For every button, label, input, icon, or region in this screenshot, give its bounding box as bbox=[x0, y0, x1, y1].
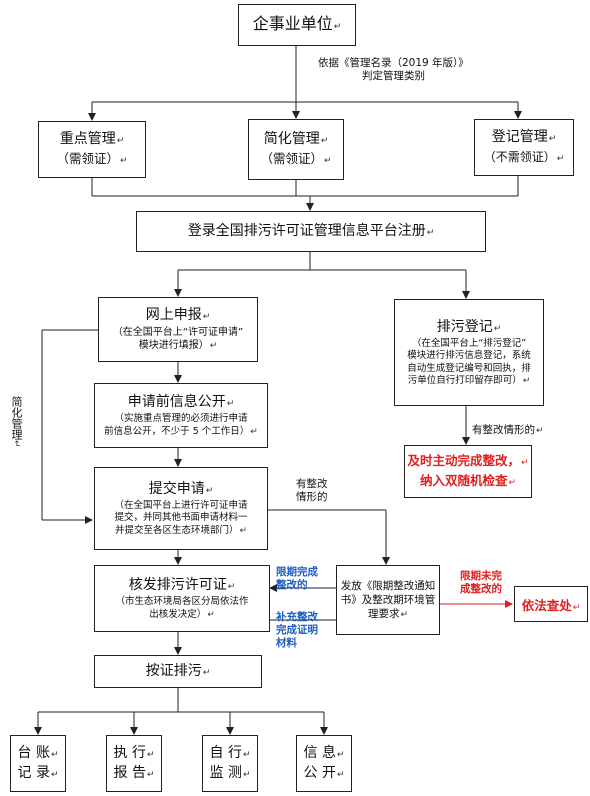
submit-desc1: （在全国平台上进行许可证申请 bbox=[114, 499, 248, 511]
discharge-by-permit-box: 按证排污↵ bbox=[94, 655, 262, 688]
notice-line3: 理要求 bbox=[367, 607, 400, 620]
supplement-line3: 材料 bbox=[276, 637, 297, 649]
legal-punishment-box: 依法查处↵ bbox=[514, 586, 588, 622]
submit-desc3: 并提交至各区生态环境部门） bbox=[114, 524, 239, 536]
category-sub: （需领证） bbox=[56, 150, 119, 166]
classify-note-line2: 判定管理类别 bbox=[362, 70, 425, 82]
output-line2: 公 开 bbox=[303, 764, 336, 781]
submit-rectify-line1: 有整改 bbox=[296, 478, 328, 490]
submit-title: 提交申请 bbox=[148, 480, 205, 497]
output-self-monitoring: 自 行↵ 监 测↵ bbox=[202, 735, 258, 792]
online-apply-title: 网上申报 bbox=[145, 307, 202, 323]
rectification-notice-box: 发放《限期整改通知 书》及整改期环境管 理要求↵ bbox=[336, 565, 440, 635]
category-simplified-management: 简化管理↵ （需领证）↵ bbox=[248, 119, 344, 180]
supplement-materials-label: 补充整改 完成证明 材料 bbox=[276, 611, 318, 650]
issue-permit-box: 核发排污许可证↵ （市生态环境局各区分局依法作 出核发决定）↵ bbox=[94, 565, 270, 632]
output-line1: 执 行 bbox=[113, 744, 146, 761]
supplement-line1: 补充整改 bbox=[276, 611, 318, 623]
category-title: 简化管理 bbox=[263, 130, 320, 147]
emission-register-desc2: 模块进行排污信息登记，系统 bbox=[407, 350, 531, 361]
done-line2: 整改的 bbox=[276, 579, 308, 591]
output-line1: 信 息 bbox=[303, 744, 336, 761]
output-line2: 报 告 bbox=[113, 764, 146, 781]
online-apply-desc1: （在全国平台上“许可证申请” bbox=[112, 327, 244, 338]
fail-line2: 成整改的 bbox=[460, 583, 502, 595]
rectify-and-random-check-box: 及时主动完成整改，↵ 纳入双随机检查↵ bbox=[404, 445, 532, 498]
category-title: 登记管理 bbox=[491, 128, 548, 145]
issue-desc2: 出核发决定） bbox=[149, 608, 207, 620]
issue-desc1: （市生态环境局各区分局依法作 bbox=[115, 596, 249, 607]
submit-rectify-line2: 情形的 bbox=[296, 491, 328, 503]
notice-line1: 发放《限期整改通知 bbox=[340, 579, 436, 592]
platform-register-box: 登录全国排污许可证管理信息平台注册↵ bbox=[136, 211, 486, 252]
emission-register-desc1: （在全国平台上“排污登记” bbox=[411, 337, 527, 349]
notice-line2: 书》及整改期环境管 bbox=[340, 593, 436, 606]
pre-application-disclosure-box: 申请前信息公开↵ （实施重点管理的必须进行申请 前信息公开，不少于 5 个工作日… bbox=[94, 383, 268, 448]
rectify-condition-text: 有整改情形的 bbox=[472, 424, 535, 436]
supplement-line2: 完成证明 bbox=[276, 624, 318, 636]
disclosure-title: 申请前信息公开 bbox=[127, 394, 226, 410]
classify-note-line1: 依据《管理名录（2019 年版）》 bbox=[318, 57, 469, 69]
simplified-bypass-label: 简化管理↵ bbox=[10, 396, 23, 448]
punish-title: 依法查处 bbox=[521, 597, 572, 613]
output-execution-report: 执 行↵ 报 告↵ bbox=[106, 735, 162, 792]
submit-application-box: 提交申请↵ （在全国平台上进行许可证申请 提交，并同其他书面申请材料一 并提交至… bbox=[94, 467, 268, 550]
emission-register-desc4: 污单位自行打印留存即可） bbox=[407, 375, 522, 386]
platform-register-title: 登录全国排污许可证管理信息平台注册 bbox=[187, 222, 426, 239]
rectify-line2: 纳入双随机检查 bbox=[419, 472, 508, 488]
category-title: 重点管理 bbox=[59, 130, 116, 147]
done-line1: 限期完成 bbox=[276, 566, 318, 578]
emission-register-desc3: 自动生成登记编号和回执，排 bbox=[407, 362, 531, 374]
disclosure-desc2: 前信息公开，不少于 5 个工作日） bbox=[104, 425, 250, 437]
output-ledger-record: 台 账↵ 记 录↵ bbox=[10, 735, 66, 792]
category-key-management: 重点管理↵ （需领证）↵ bbox=[38, 121, 146, 178]
online-apply-desc2: 模块进行填报） bbox=[138, 340, 209, 351]
output-line2: 记 录 bbox=[17, 764, 50, 781]
simplified-bypass-text: 简化管理 bbox=[10, 396, 23, 440]
emission-register-title: 排污登记 bbox=[436, 318, 493, 335]
rectify-line1: 及时主动完成整改， bbox=[407, 452, 520, 468]
category-sub: （需领证） bbox=[260, 150, 323, 166]
enterprise-title: 企事业单位 bbox=[252, 13, 333, 33]
output-information-disclosure: 信 息↵ 公 开↵ bbox=[296, 735, 352, 792]
output-line1: 自 行 bbox=[209, 744, 242, 761]
rectify-completed-label: 限期完成 整改的 bbox=[276, 566, 318, 592]
submit-desc2: 提交，并同其他书面申请材料一 bbox=[114, 512, 248, 524]
submit-rectify-label: 有整改 情形的 bbox=[296, 478, 328, 504]
classify-note: 依据《管理名录（2019 年版）》 判定管理类别 bbox=[318, 57, 528, 83]
emission-register-box: 排污登记↵ （在全国平台上“排污登记” 模块进行排污信息登记，系统 自动生成登记… bbox=[394, 299, 544, 406]
online-apply-box: 网上申报↵ （在全国平台上“许可证申请” 模块进行填报）↵ bbox=[98, 297, 258, 362]
issue-title: 核发排污许可证 bbox=[128, 577, 227, 593]
category-registration-management: 登记管理↵ （不需领证）↵ bbox=[474, 119, 574, 176]
rectify-overdue-label: 限期未完 成整改的 bbox=[460, 570, 502, 596]
rectify-condition-label: 有整改情形的↵ bbox=[472, 424, 544, 436]
output-line1: 台 账 bbox=[17, 744, 50, 761]
output-line2: 监 测 bbox=[209, 764, 242, 781]
category-sub: （不需领证） bbox=[483, 149, 556, 164]
enterprise-box: 企事业单位↵ bbox=[238, 4, 356, 46]
disclosure-desc1: （实施重点管理的必须进行申请 bbox=[114, 413, 248, 424]
by-permit-title: 按证排污 bbox=[145, 662, 202, 679]
fail-line1: 限期未完 bbox=[460, 570, 502, 582]
